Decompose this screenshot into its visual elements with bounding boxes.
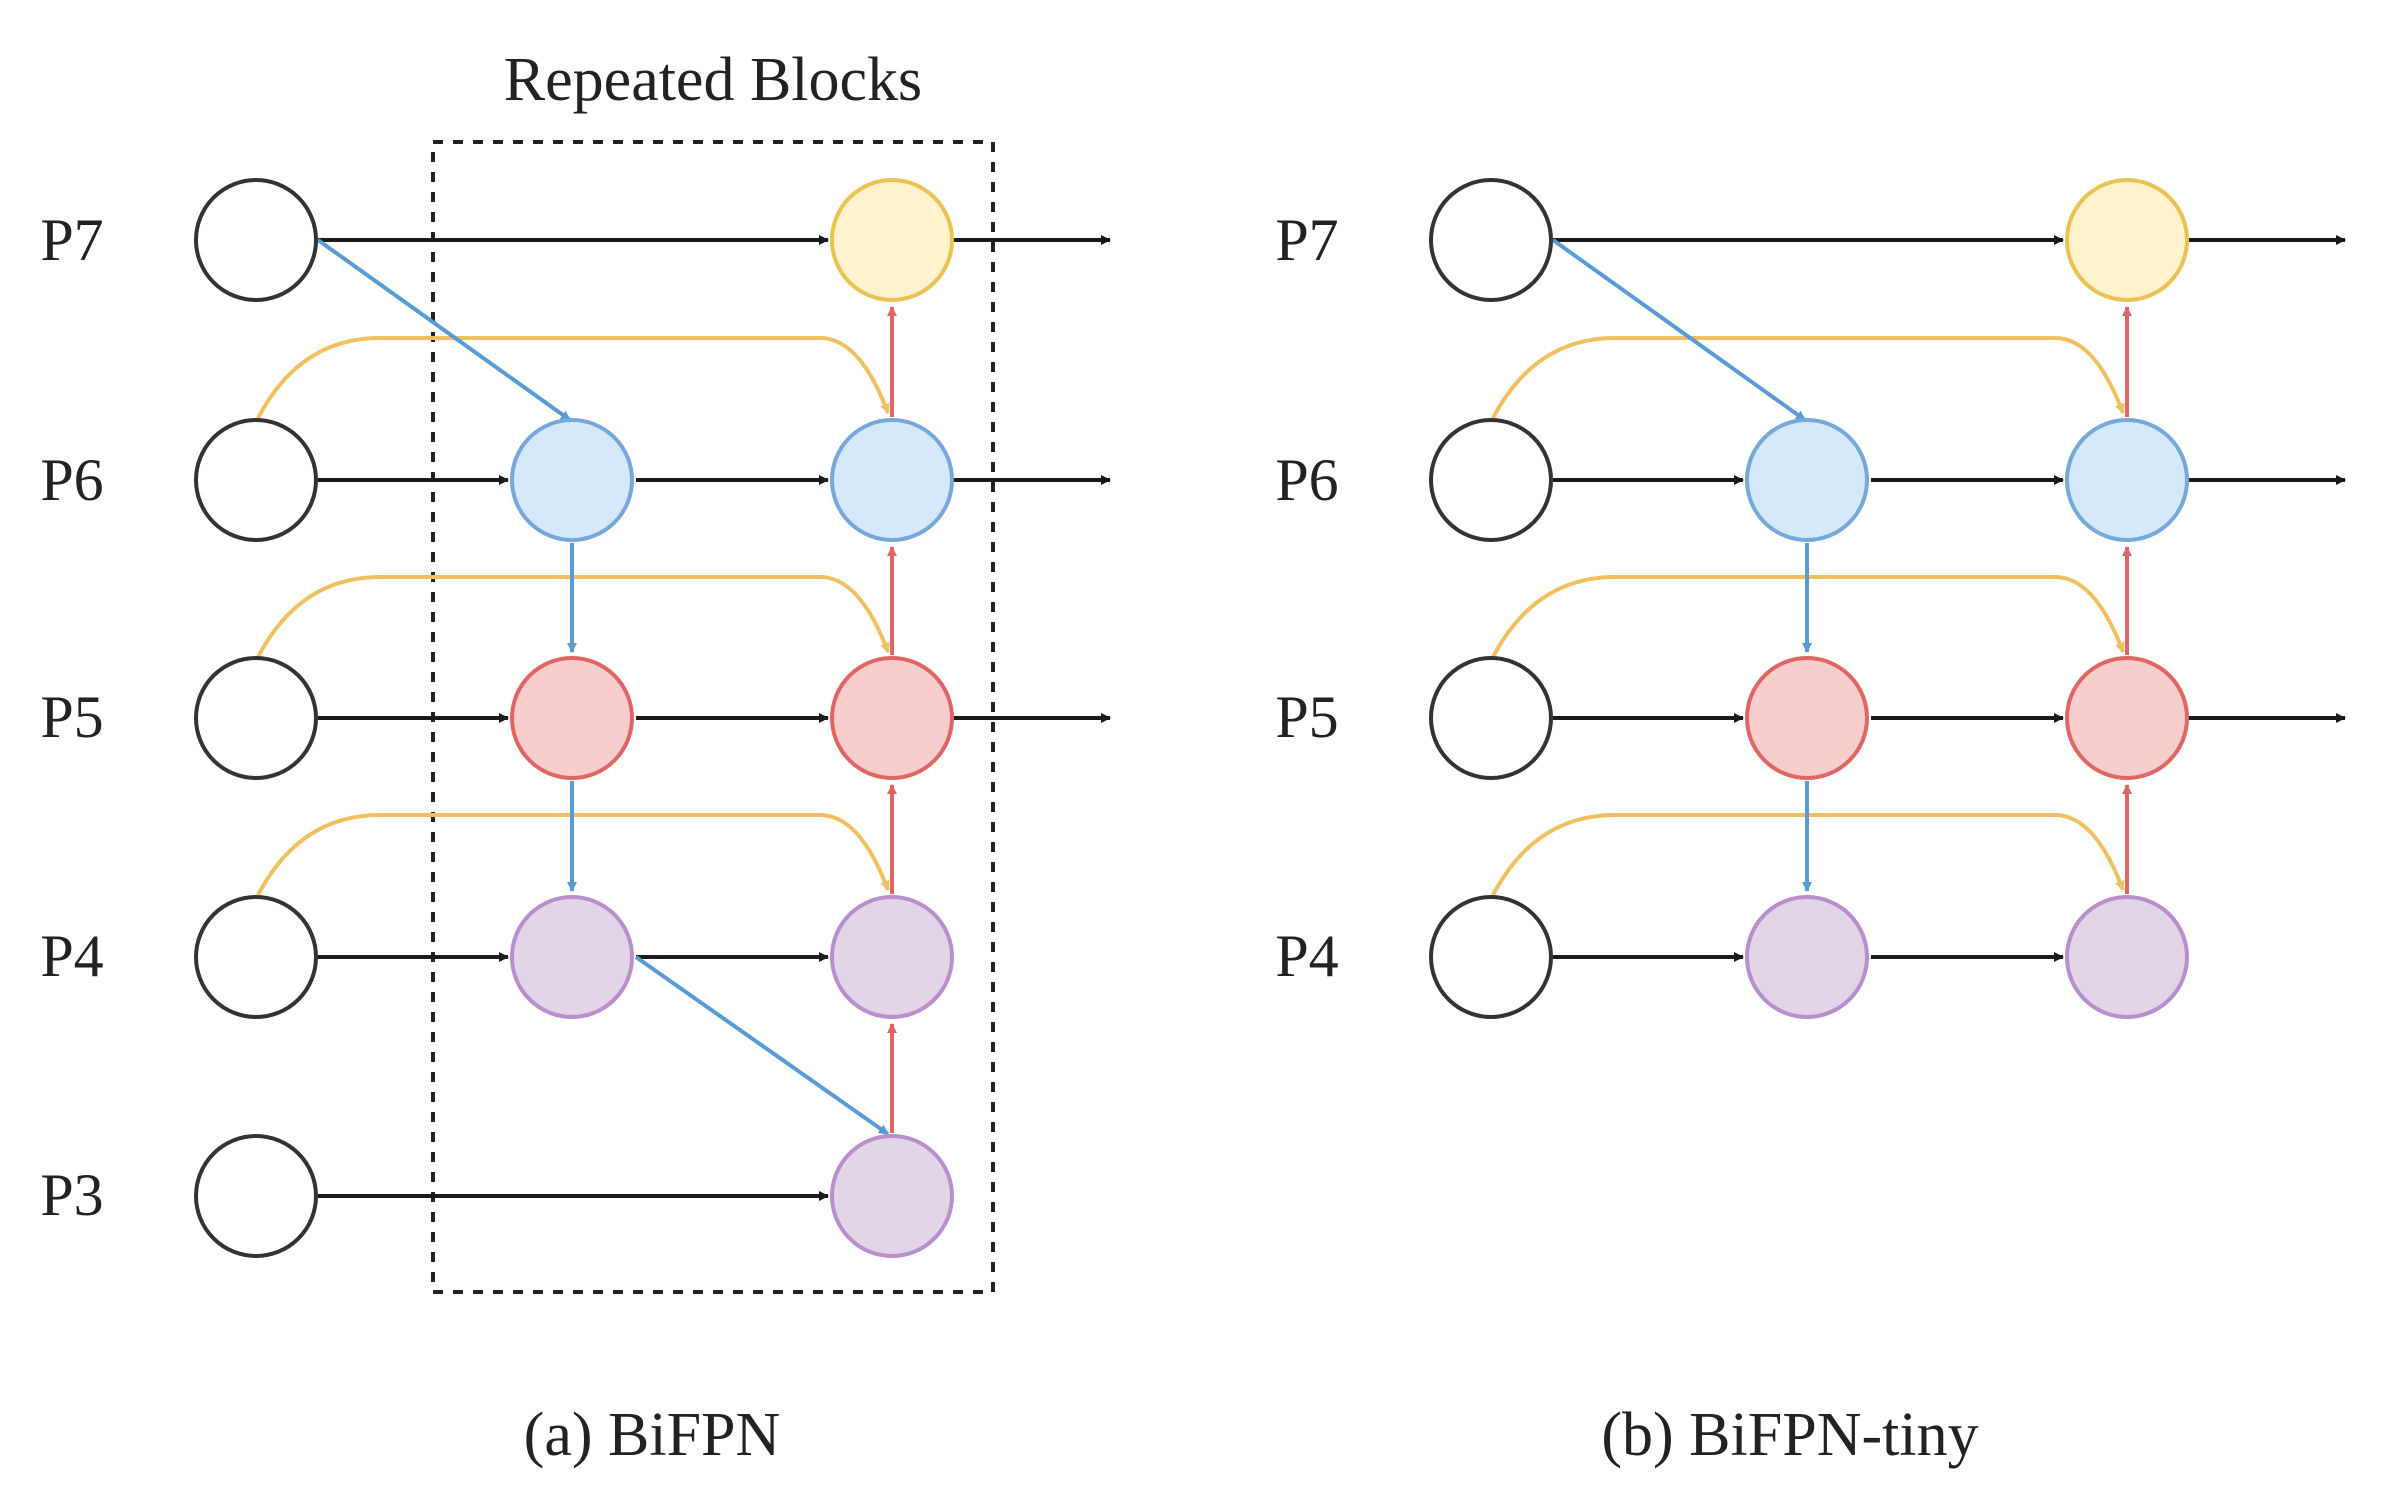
edge-td-p4-p3 [634, 955, 890, 1136]
tiny-node-p6-intermediate [1745, 418, 1869, 542]
tiny-level-label-p5: P5 [1275, 684, 1338, 750]
caption-bifpn: (a) BiFPN [524, 1401, 781, 1469]
repeated-blocks-label: Repeated Blocks [504, 46, 922, 114]
node-p5-output [830, 656, 954, 780]
tiny-node-p7-input [1429, 178, 1553, 302]
panel-bifpn: Repeated Blocks P7 P6 P5 P4 P3 [40, 46, 1111, 1469]
tiny-level-label-p7: P7 [1275, 207, 1338, 273]
tiny-node-p7-output [2065, 178, 2189, 302]
tiny-node-p4-output [2065, 895, 2189, 1019]
level-label-p7: P7 [40, 207, 103, 273]
edges-bifpn [256, 235, 1111, 1201]
tiny-edge-skip-p4 [1491, 813, 2125, 896]
node-p7-input [194, 178, 318, 302]
node-p6-input [194, 418, 318, 542]
level-label-p5: P5 [40, 684, 103, 750]
tiny-node-p6-output [2065, 418, 2189, 542]
level-label-p4: P4 [40, 923, 103, 989]
level-label-p3: P3 [40, 1162, 103, 1228]
node-p4-output [830, 895, 954, 1019]
caption-bifpn-tiny: (b) BiFPN-tiny [1601, 1401, 1978, 1469]
node-p5-intermediate [510, 656, 634, 780]
edge-skip-p6 [256, 336, 890, 419]
node-p5-input [194, 656, 318, 780]
tiny-node-p4-input [1429, 895, 1553, 1019]
tiny-node-p4-intermediate [1745, 895, 1869, 1019]
edge-skip-p5 [256, 575, 890, 658]
tiny-edge-skip-p5 [1491, 575, 2125, 658]
edges-bifpn-tiny [1491, 235, 2346, 962]
node-p4-intermediate [510, 895, 634, 1019]
edge-td-p7-p6 [316, 238, 572, 422]
node-p6-output [830, 418, 954, 542]
tiny-level-label-p6: P6 [1275, 447, 1338, 513]
node-p7-output [830, 178, 954, 302]
node-p6-intermediate [510, 418, 634, 542]
tiny-node-p5-intermediate [1745, 656, 1869, 780]
level-label-p6: P6 [40, 447, 103, 513]
nodes-bifpn-tiny [1429, 178, 2189, 1019]
edge-skip-p4 [256, 813, 890, 896]
node-p4-input [194, 895, 318, 1019]
tiny-level-label-p4: P4 [1275, 923, 1338, 989]
tiny-node-p5-output [2065, 656, 2189, 780]
tiny-edge-td-p7-p6 [1551, 238, 1807, 422]
nodes-bifpn [194, 178, 954, 1258]
panel-bifpn-tiny: P7 P6 P5 P4 [1275, 178, 2346, 1469]
node-p3-output [830, 1134, 954, 1258]
node-p3-input [194, 1134, 318, 1258]
tiny-node-p6-input [1429, 418, 1553, 542]
tiny-edge-skip-p6 [1491, 336, 2125, 419]
tiny-node-p5-input [1429, 656, 1553, 780]
